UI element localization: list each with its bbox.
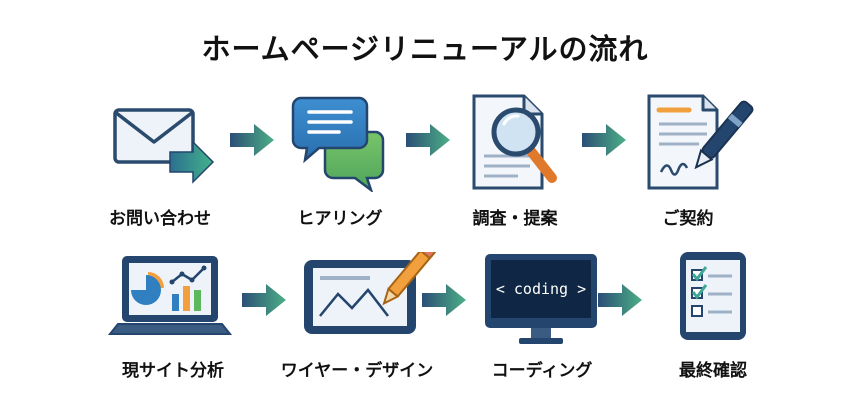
flow-arrow [230,124,274,156]
flow-arrow [598,284,642,316]
tablet-checklist-icon [680,252,746,340]
step-label: ご契約 [662,209,714,229]
step-label: お問い合わせ [109,209,211,229]
document-magnifier-icon [472,94,557,190]
flow-arrow [406,124,450,156]
step-label: ワイヤー・デザイン [280,361,434,381]
step-label: 最終確認 [679,361,747,381]
flow-arrow [242,284,286,316]
flow-arrow [582,124,626,156]
step-label: 調査・提案 [472,209,558,229]
speech-bubbles-icon [291,96,385,192]
laptop-analytics-icon [107,256,233,335]
step-label: ヒアリング [297,209,383,229]
step-label: 現サイト分析 [122,361,224,381]
contract-pen-icon [647,94,754,190]
coding-text: < coding > [496,280,586,298]
diagram-title: ホームページリニューアルの流れ [201,32,649,66]
tablet-design-icon [304,252,437,334]
envelope-icon [113,108,215,184]
step-label: コーディング [491,361,593,381]
monitor-code-icon: < coding > [485,254,597,344]
flow-arrow [422,284,466,316]
